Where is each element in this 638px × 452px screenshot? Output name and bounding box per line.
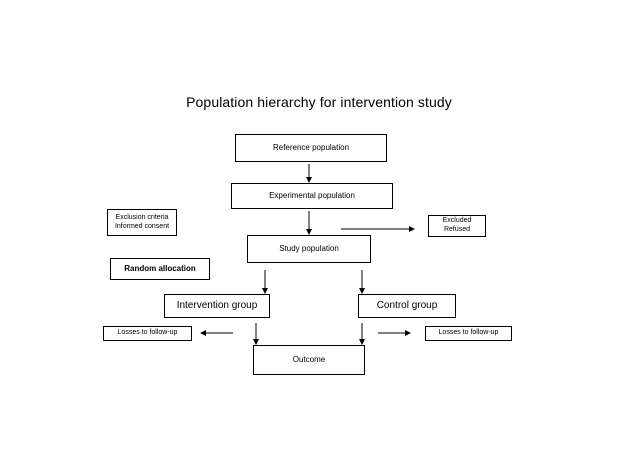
losses-left-label: Losses to follow-up (117, 329, 178, 337)
random-allocation-label: Random allocation (124, 264, 196, 273)
experimental-population-box: Experimental population (231, 183, 393, 209)
experimental-population-label: Experimental population (269, 191, 355, 200)
losses-left-box: Losses to follow-up (103, 326, 192, 341)
intervention-group-box: Intervention group (164, 294, 270, 318)
control-group-label: Control group (376, 299, 438, 311)
informed-consent-label: Informed consent (114, 222, 170, 230)
study-population-box: Study population (247, 235, 371, 263)
criteria-note-box: Exclusion criteria Informed consent (107, 209, 177, 236)
reference-population-label: Reference population (272, 143, 350, 152)
outcome-label: Outcome (292, 355, 326, 364)
excluded-label: Excluded (442, 217, 472, 225)
exclusion-criteria-label: Exclusion criteria (115, 213, 169, 221)
losses-right-box: Losses to follow-up (425, 326, 512, 341)
outcome-box: Outcome (253, 345, 365, 375)
random-allocation-box: Random allocation (110, 258, 210, 280)
control-group-box: Control group (358, 294, 456, 318)
excluded-note-box: Excluded Refused (428, 215, 486, 237)
refused-label: Refused (443, 226, 471, 233)
reference-population-box: Reference population (235, 134, 387, 162)
study-population-label: Study population (279, 244, 339, 253)
intervention-group-label: Intervention group (176, 299, 258, 311)
diagram-title: Population hierarchy for intervention st… (186, 94, 452, 110)
losses-right-label: Losses to follow-up (438, 329, 499, 337)
